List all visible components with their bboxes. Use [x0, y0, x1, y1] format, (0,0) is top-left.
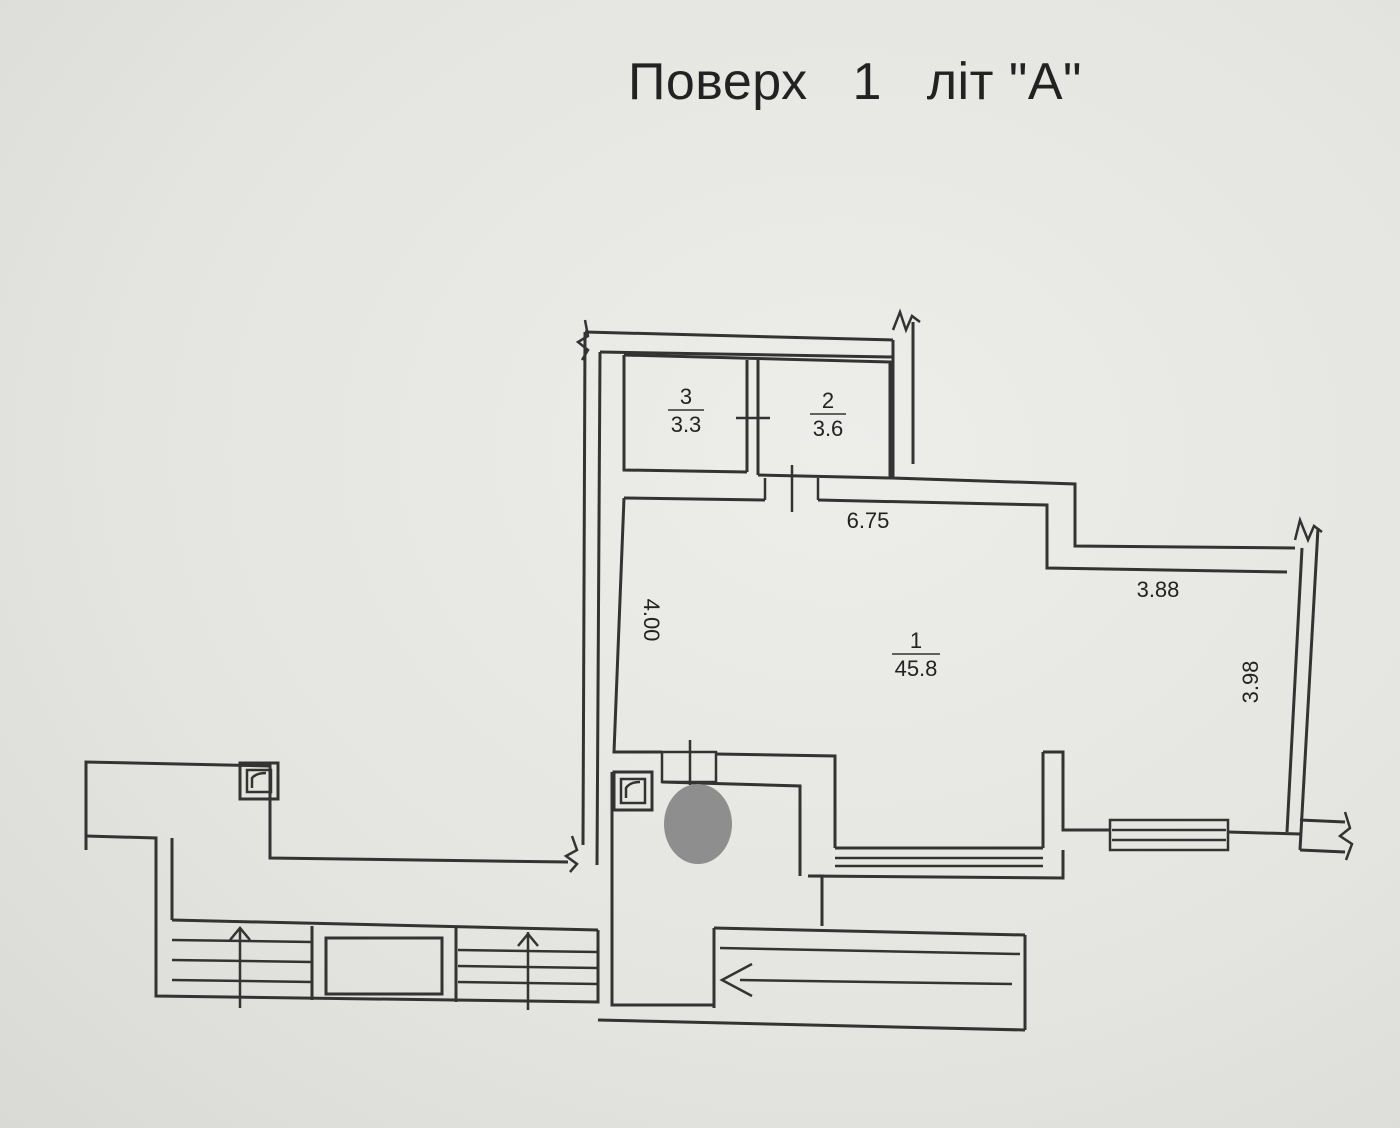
outer-walls: [581, 322, 1320, 866]
entrance-walls: [597, 740, 1027, 1032]
floor-word: Поверх: [628, 53, 808, 111]
small-rooms-walls: [622, 353, 892, 480]
building-letter: літ "А": [926, 53, 1082, 111]
room-2-area: 3.6: [813, 416, 844, 441]
room-2-number: 2: [822, 388, 834, 413]
room-1-label: 1 45.8: [892, 628, 940, 681]
room-3-number: 3: [680, 384, 692, 409]
plan-title: Поверх 1 літ "А": [628, 52, 1082, 112]
dimension-top-width: 6.75: [847, 508, 890, 533]
main-room-walls: [612, 465, 1346, 880]
room-2-label: 2 3.6: [810, 388, 846, 441]
dimension-right-height: 3.98: [1238, 661, 1263, 704]
room-3-label: 3 3.3: [668, 384, 704, 437]
redaction-mark: [664, 784, 732, 864]
room-1-number: 1: [910, 628, 922, 653]
dimension-left-height: 4.00: [639, 599, 664, 642]
room-3-area: 3.3: [671, 412, 702, 437]
room-1-area: 45.8: [895, 656, 938, 681]
dimension-right-width: 3.88: [1137, 577, 1180, 602]
break-marks: [563, 308, 1354, 873]
porch-and-stairs: [84, 760, 600, 1010]
floor-number: 1: [852, 53, 882, 111]
